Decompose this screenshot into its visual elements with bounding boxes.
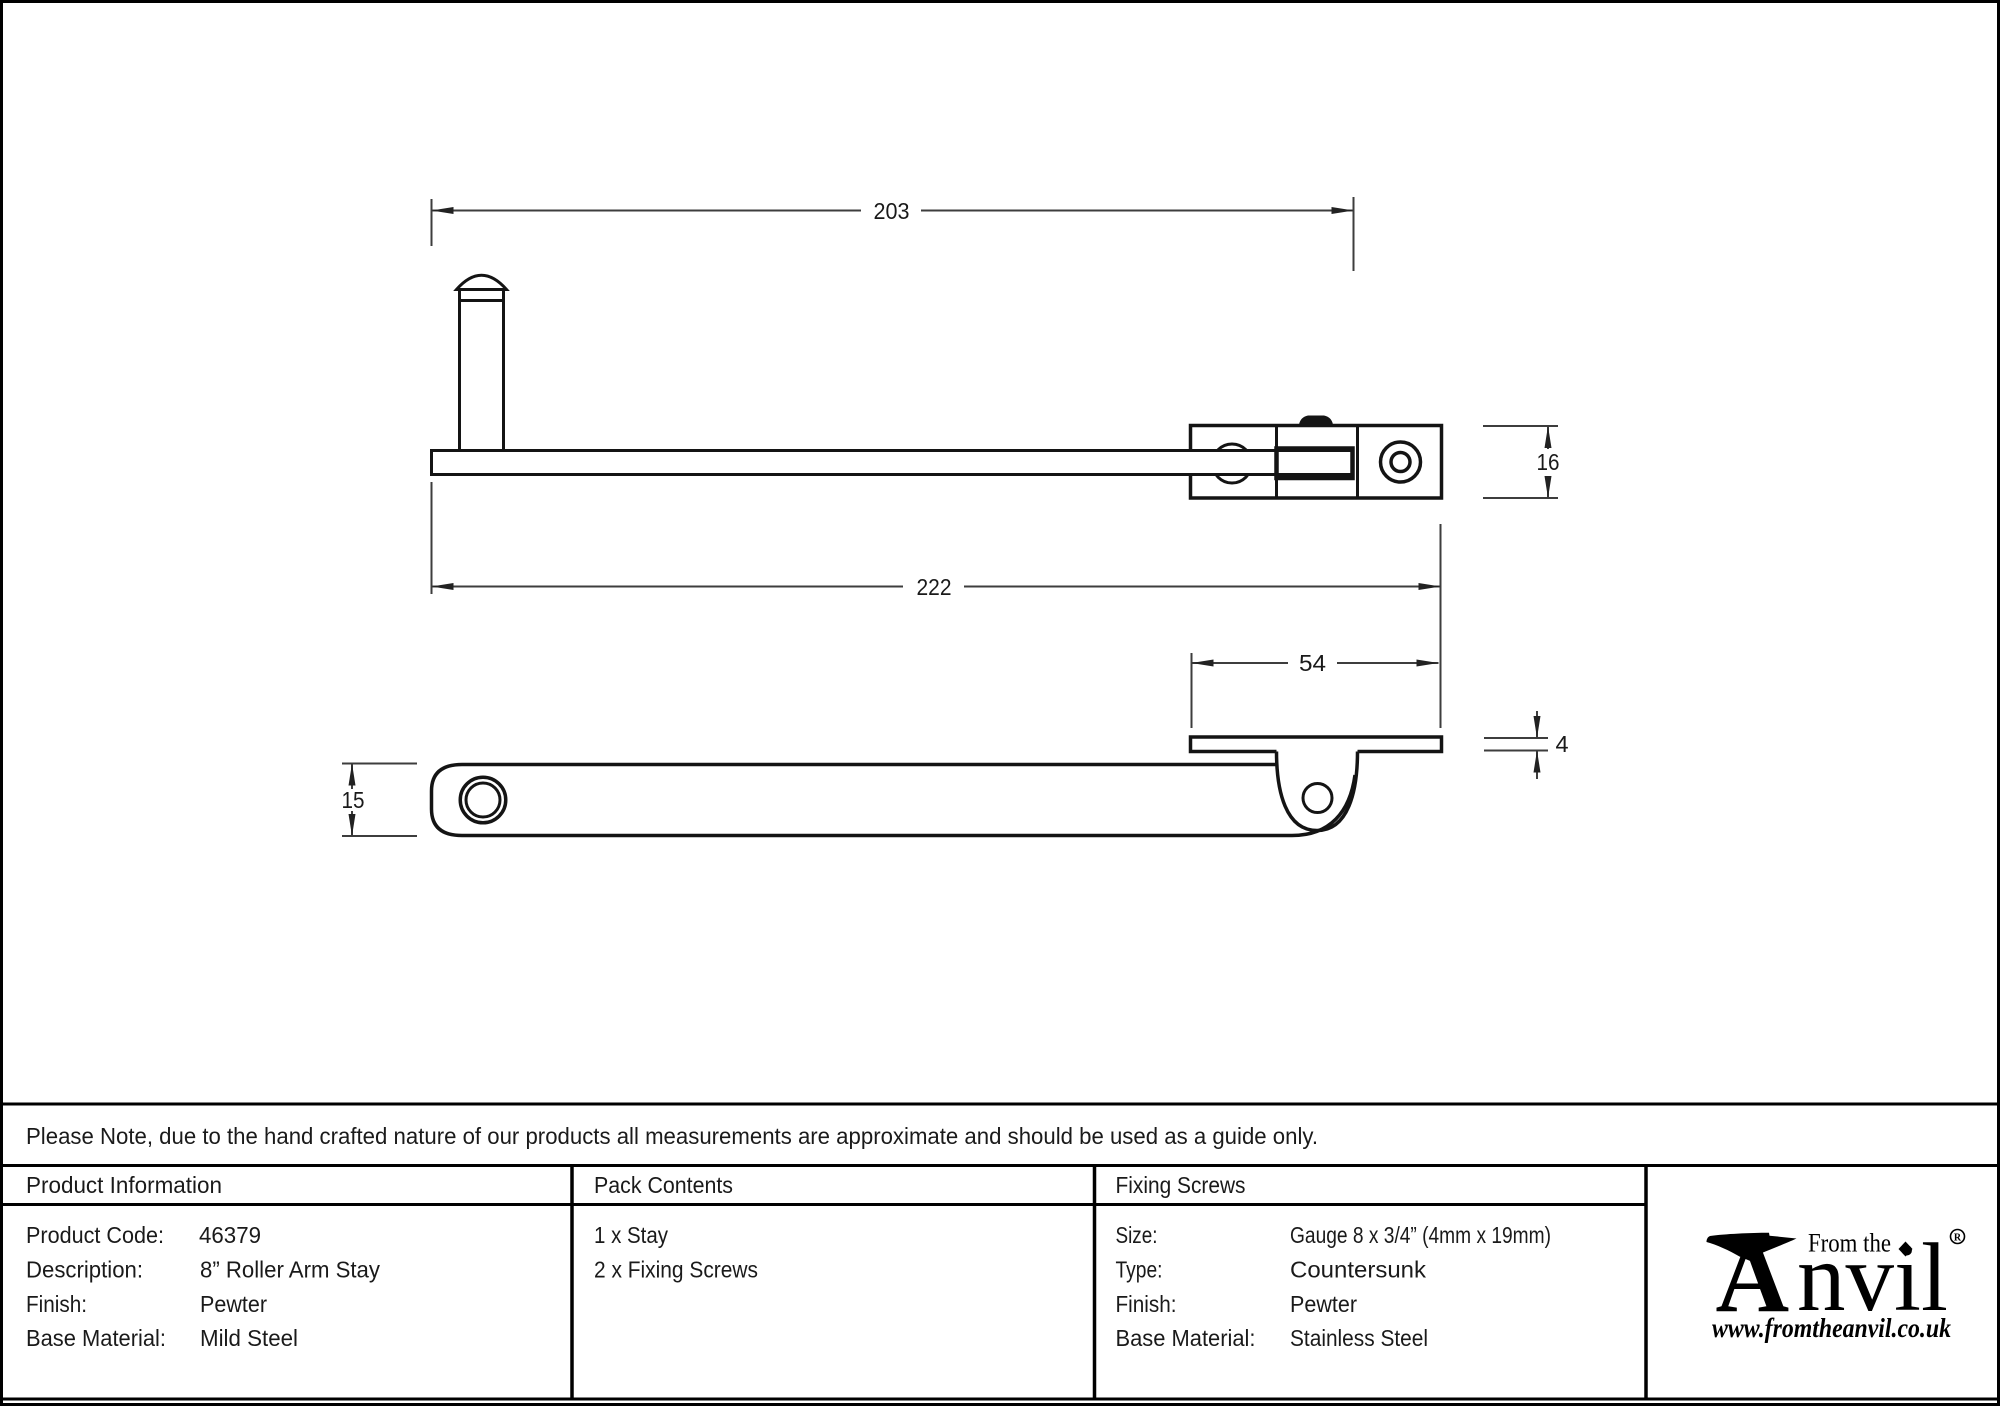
svg-text:15: 15 xyxy=(342,787,365,813)
svg-text:www.fromtheanvil.co.uk: www.fromtheanvil.co.uk xyxy=(1712,1313,1951,1343)
svg-text:R: R xyxy=(1954,1233,1962,1244)
svg-text:Countersunk: Countersunk xyxy=(1290,1257,1426,1283)
svg-text:2 x Fixing Screws: 2 x Fixing Screws xyxy=(594,1257,758,1283)
svg-text:From the: From the xyxy=(1808,1229,1891,1258)
svg-text:Pack Contents: Pack Contents xyxy=(594,1172,733,1198)
svg-text:46379: 46379 xyxy=(199,1222,261,1248)
svg-text:Pewter: Pewter xyxy=(200,1291,267,1317)
svg-text:8” Roller Arm Stay: 8” Roller Arm Stay xyxy=(200,1257,380,1283)
svg-text:Gauge 8 x 3/4” (4mm x 19mm): Gauge 8 x 3/4” (4mm x 19mm) xyxy=(1290,1222,1551,1248)
svg-text:A: A xyxy=(1716,1221,1790,1334)
svg-text:Base Material:: Base Material: xyxy=(26,1325,166,1351)
svg-text:Mild Steel: Mild Steel xyxy=(200,1325,298,1351)
svg-text:Fixing Screws: Fixing Screws xyxy=(1116,1172,1246,1198)
svg-text:222: 222 xyxy=(917,574,952,600)
svg-text:Please Note, due to the hand c: Please Note, due to the hand crafted nat… xyxy=(26,1123,1318,1149)
svg-text:Finish:: Finish: xyxy=(26,1291,87,1317)
svg-text:16: 16 xyxy=(1537,449,1560,475)
svg-text:nvil: nvil xyxy=(1797,1224,1948,1331)
svg-text:Stainless Steel: Stainless Steel xyxy=(1290,1325,1428,1351)
svg-text:Size:: Size: xyxy=(1116,1222,1158,1248)
svg-text:Product Information: Product Information xyxy=(26,1172,222,1198)
svg-text:203: 203 xyxy=(874,198,910,224)
svg-text:4: 4 xyxy=(1555,731,1568,757)
svg-text:Finish:: Finish: xyxy=(1116,1291,1177,1317)
svg-text:Pewter: Pewter xyxy=(1290,1291,1357,1317)
svg-text:Description:: Description: xyxy=(26,1257,143,1283)
svg-text:Product Code:: Product Code: xyxy=(26,1222,164,1248)
svg-text:Type:: Type: xyxy=(1116,1257,1163,1283)
svg-text:54: 54 xyxy=(1299,650,1326,676)
svg-text:1 x Stay: 1 x Stay xyxy=(594,1222,668,1248)
svg-text:Base Material:: Base Material: xyxy=(1116,1325,1256,1351)
